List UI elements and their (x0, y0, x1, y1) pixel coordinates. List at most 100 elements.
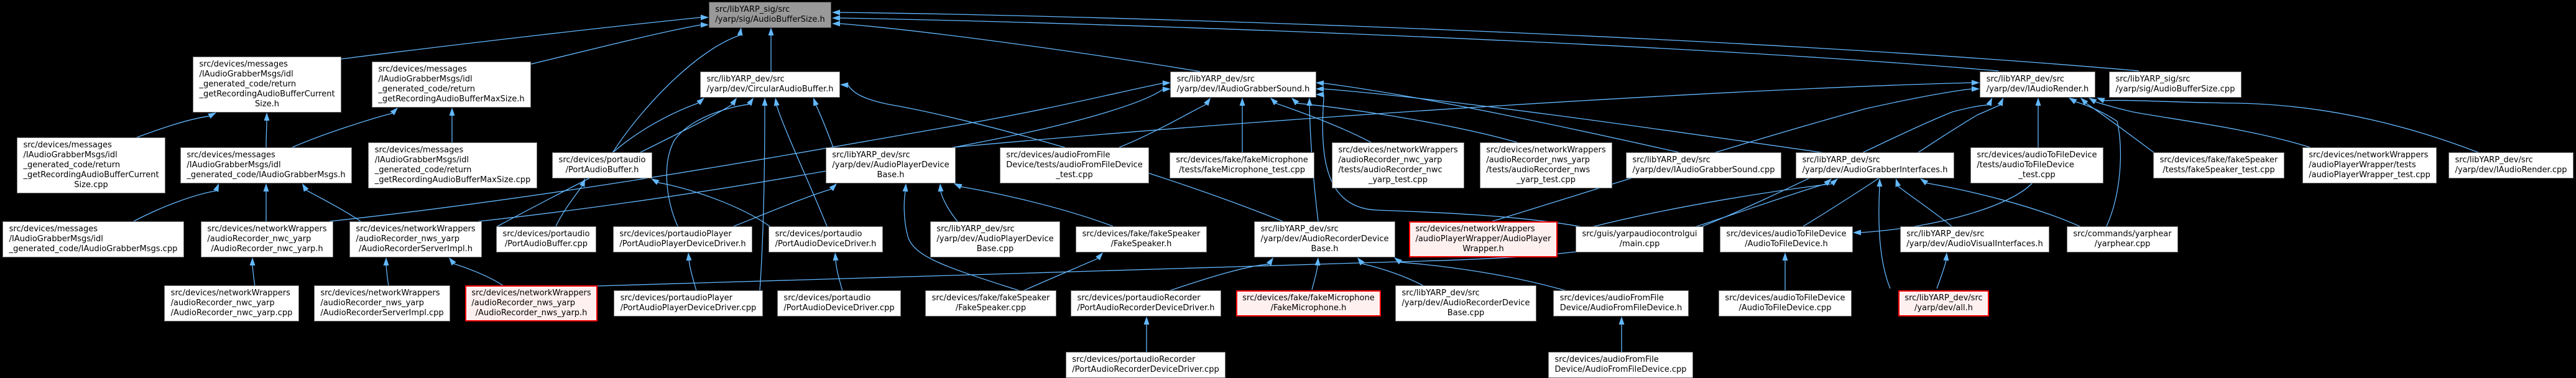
edge-n25-n9 (306, 190, 361, 222)
graph-node-label: src/devices/messages/IAudioGrabberMsgs/i… (23, 141, 159, 190)
graph-node-n16[interactable]: src/devices/networkWrappers/audioRecorde… (1480, 142, 1612, 188)
arrowhead-n27-n12 (829, 183, 837, 191)
graph-node-n41[interactable]: src/devices/portaudio/PortAudioDeviceDri… (777, 290, 901, 316)
graph-node-n7[interactable]: src/libYARP_sig/src/yarp/sig/AudioBuffer… (2109, 71, 2241, 98)
arrowhead-n39-n25 (449, 257, 456, 265)
graph-node-label-line: src/devices/audioToFileDevice (1977, 150, 2097, 160)
graph-node-n4[interactable]: src/libYARP_dev/src/yarp/dev/CircularAud… (700, 71, 840, 98)
graph-node-label-line: /tests/fakeSpeaker_test.cpp (2163, 165, 2275, 175)
graph-node-n35[interactable]: src/libYARP_dev/src/yarp/dev/AudioVisual… (1900, 226, 2049, 252)
edge-n27-n4 (666, 104, 749, 227)
graph-node-label-line: /yarphear.cpp (2094, 239, 2151, 249)
arrowhead-n47-n34 (1782, 252, 1788, 260)
graph-node-label-line: /IAudioGrabberMsgs/idl (23, 150, 118, 160)
arrowhead-n50-n46 (1618, 316, 1625, 325)
graph-node-n1[interactable]: src/libYARP_sig/src/yarp/sig/AudioBuffer… (709, 2, 831, 28)
graph-node-n36[interactable]: src/commands/yarphear/yarphear.cpp (2067, 226, 2178, 252)
graph-node-n14[interactable]: src/devices/fake/fakeMicrophone/tests/fa… (1170, 152, 1314, 178)
graph-node-n11[interactable]: src/devices/portaudio/PortAudioBuffer.h (552, 152, 652, 178)
graph-node-n12[interactable]: src/libYARP_dev/src/yarp/dev/AudioPlayer… (826, 147, 956, 183)
graph-node-label-line: Device/AudioFromFileDevice.h (1559, 303, 1683, 313)
graph-node-label-line: _yarp_test.cpp (1516, 175, 1576, 185)
graph-node-n20[interactable]: src/devices/fake/fakeSpeaker/tests/fakeS… (2153, 152, 2284, 178)
arrowhead-n22-n6 (2097, 98, 2105, 103)
graph-node-n18[interactable]: src/libYARP_dev/src/yarp/dev/AudioGrabbe… (1796, 152, 1954, 178)
graph-node-label: src/devices/networkWrappers/audioRecorde… (356, 224, 475, 254)
graph-node-n49[interactable]: src/devices/portaudioRecorder/PortAudioR… (1066, 352, 1226, 378)
arrowhead-n39-n18 (1824, 178, 1832, 186)
graph-node-label-line: src/devices/messages (199, 60, 288, 69)
graph-node-label-line: /PortAudioPlayerDeviceDriver.cpp (620, 303, 757, 313)
graph-node-label-line: /AudioToFileDevice.cpp (1738, 303, 1832, 313)
graph-node-n15[interactable]: src/devices/networkWrappers/audioRecorde… (1332, 142, 1464, 188)
graph-node-n2[interactable]: src/devices/messages/IAudioGrabberMsgs/i… (193, 57, 341, 113)
graph-node-label: src/devices/portaudio/PortAudioBuffer.h (559, 155, 646, 175)
graph-node-n26[interactable]: src/devices/portaudio/PortAudioBuffer.cp… (496, 226, 596, 252)
graph-node-n21[interactable]: src/devices/networkWrappers/audioPlayerW… (2302, 147, 2437, 183)
arrowhead-n27-n4 (747, 98, 754, 106)
graph-node-label-line: _generated_code/return (374, 165, 472, 175)
graph-node-n30[interactable]: src/devices/fake/fakeSpeaker/FakeSpeaker… (1076, 226, 1207, 252)
graph-node-n44[interactable]: src/devices/fake/fakeMicrophone/FakeMicr… (1236, 290, 1381, 316)
graph-node-label-line: /IAudioGrabberMsgs/idl (187, 160, 281, 170)
graph-node-n25[interactable]: src/devices/networkWrappers/audioRecorde… (349, 221, 482, 257)
graph-node-label-line: /yarp/sig/AudioBufferSize.h (715, 15, 825, 24)
graph-node-label-line: src/devices/audioFromFile (1006, 150, 1110, 160)
arrowhead-n26-n11 (579, 178, 585, 187)
edge-n30-n12 (961, 186, 1114, 227)
graph-node-label: src/devices/networkWrappers/audioRecorde… (471, 288, 591, 318)
graph-node-n38[interactable]: src/devices/networkWrappers/audioRecorde… (314, 285, 450, 321)
graph-node-label: src/devices/portaudio/PortAudioDeviceDri… (775, 229, 877, 249)
graph-node-label-line: src/devices/networkWrappers (320, 288, 440, 298)
graph-node-n28[interactable]: src/devices/portaudio/PortAudioDeviceDri… (769, 226, 883, 252)
graph-node-n45[interactable]: src/libYARP_dev/src/yarp/dev/AudioRecord… (1395, 285, 1536, 321)
graph-node-n19[interactable]: src/devices/audioToFileDevice/tests/audi… (1970, 147, 2103, 183)
graph-node-label: src/devices/messages/IAudioGrabberMsgs/i… (9, 224, 178, 254)
edge-n39-n18 (596, 183, 1826, 287)
graph-node-label-line: /IAudioGrabberMsgs/idl (374, 155, 469, 165)
arrowhead-n48-n18 (1877, 178, 1883, 187)
arrowhead-n24-n9 (263, 183, 269, 191)
graph-node-n6[interactable]: src/libYARP_dev/src/yarp/dev/IAudioRende… (1980, 71, 2095, 98)
graph-node-n27[interactable]: src/devices/portaudioPlayer/PortAudioPla… (613, 226, 752, 252)
graph-node-n5[interactable]: src/libYARP_dev/src/yarp/dev/IAudioGrabb… (1170, 71, 1316, 98)
edge-n33-n5 (1322, 94, 1583, 228)
graph-node-n48[interactable]: src/libYARP_dev/src/yarp/dev/all.h (1898, 290, 1989, 316)
graph-node-n43[interactable]: src/devices/portaudioRecorder/PortAudioR… (1071, 290, 1221, 316)
graph-node-n22[interactable]: src/libYARP_dev/src/yarp/dev/IAudioRende… (2449, 152, 2574, 178)
edge-n38-n25 (385, 265, 389, 287)
graph-node-label: src/libYARP_dev/src/yarp/dev/CircularAud… (707, 75, 834, 94)
graph-node-label-line: src/devices/fake/fakeSpeaker (1082, 229, 1201, 239)
graph-node-n17[interactable]: src/libYARP_dev/src/yarp/dev/IAudioGrabb… (1626, 152, 1781, 178)
graph-node-n37[interactable]: src/devices/networkWrappers/audioRecorde… (164, 285, 299, 321)
graph-node-n29[interactable]: src/libYARP_dev/src/yarp/dev/AudioPlayer… (930, 221, 1060, 257)
graph-node-label-line: /yarp/dev/AudioVisualInterfaces.h (1906, 239, 2043, 249)
graph-node-label-line: /PortAudioRecorderDeviceDriver.cpp (1072, 365, 1219, 374)
graph-node-n34[interactable]: src/devices/audioToFileDevice/AudioToFil… (1720, 226, 1853, 252)
graph-node-label: src/devices/audioToFileDevice/AudioToFil… (1726, 229, 1846, 249)
edge-n3-n1 (530, 24, 701, 65)
arrowhead-n37-n24 (249, 257, 256, 265)
graph-node-n33[interactable]: src/guis/yarpaudiocontrolgui/main.cpp (1576, 226, 1704, 252)
graph-node-n10[interactable]: src/devices/messages/IAudioGrabberMsgs/i… (368, 142, 537, 188)
graph-node-n8[interactable]: src/devices/messages/IAudioGrabberMsgs/i… (17, 137, 165, 193)
graph-node-label: src/devices/messages/IAudioGrabberMsgs/i… (378, 65, 524, 104)
graph-node-label-line: /tests/fakeMicrophone_test.cpp (1178, 165, 1305, 175)
graph-node-n32[interactable]: src/devices/networkWrappers/audioPlayerW… (1409, 221, 1558, 257)
graph-node-n3[interactable]: src/devices/messages/IAudioGrabberMsgs/i… (372, 62, 531, 108)
graph-node-n24[interactable]: src/devices/networkWrappers/audioRecorde… (201, 221, 333, 257)
graph-node-n31[interactable]: src/libYARP_dev/src/yarp/dev/AudioRecord… (1254, 221, 1395, 257)
graph-node-label-line: /audioRecorder_nwc_yarp (170, 298, 275, 308)
graph-node-n9[interactable]: src/devices/messages/IAudioGrabberMsgs/i… (180, 147, 352, 183)
graph-node-n47[interactable]: src/devices/audioToFileDevice/AudioToFil… (1719, 290, 1852, 316)
graph-node-n39[interactable]: src/devices/networkWrappers/audioRecorde… (465, 285, 598, 321)
arrowhead-n26-n4 (730, 98, 737, 106)
edge-n5-n1 (839, 23, 1201, 72)
graph-node-n40[interactable]: src/devices/portaudioPlayer/PortAudioPla… (614, 290, 763, 316)
graph-node-n23[interactable]: src/devices/messages/IAudioGrabberMsgs/i… (2, 221, 184, 257)
graph-node-n42[interactable]: src/devices/fake/fakeSpeaker/FakeSpeaker… (925, 290, 1056, 316)
